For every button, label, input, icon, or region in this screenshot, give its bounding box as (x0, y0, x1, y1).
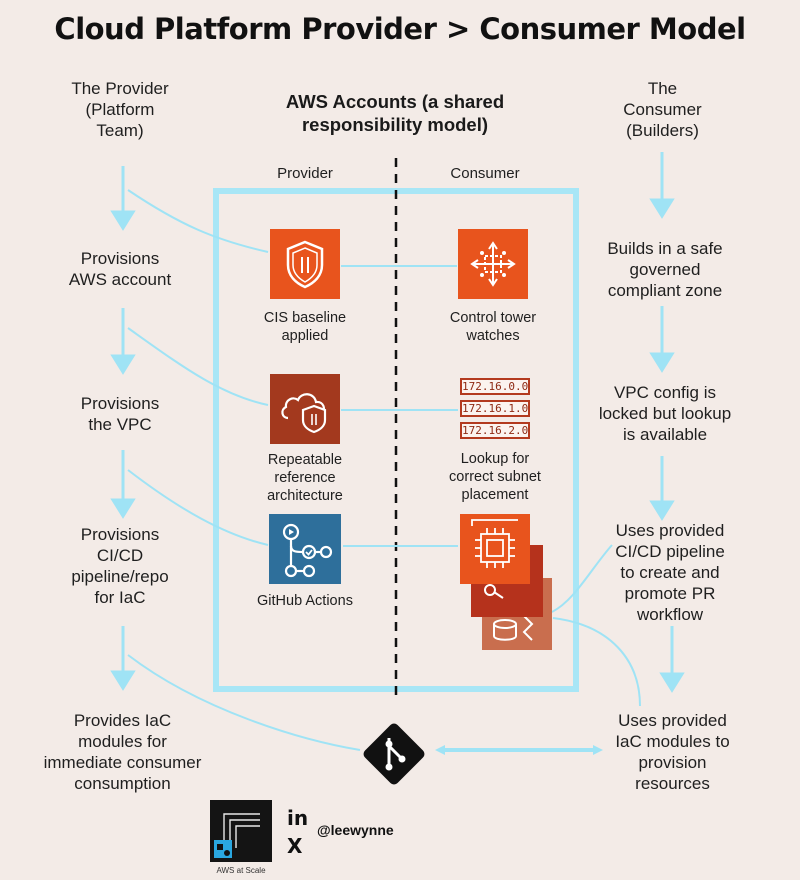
git-icon (358, 718, 430, 795)
cloud-shield-icon (270, 374, 340, 449)
linkedin-icon[interactable]: in (287, 806, 309, 830)
control-tower-icon (458, 229, 528, 304)
github-actions-label: GitHub Actions (257, 593, 353, 609)
subnet-ip-2: 172.16.2.0 (460, 422, 530, 439)
github-actions-icon (269, 514, 341, 589)
x-icon[interactable]: X (287, 834, 303, 858)
curved-connectors (127, 189, 641, 751)
brand-name: AWS at Scale (216, 866, 266, 875)
right-flow-arrows (649, 152, 685, 693)
author-handle[interactable]: @leewynne (317, 822, 394, 838)
shield-icon (270, 229, 340, 304)
provider-label: Provider (277, 165, 333, 182)
page-title: Cloud Platform Provider > Consumer Model (54, 12, 746, 46)
aws-at-scale-logo (210, 800, 272, 862)
left-flow-arrows (110, 166, 136, 691)
subnet-ip-0: 172.16.0.0 (460, 378, 530, 395)
consumer-label: Consumer (450, 165, 520, 182)
subnet-ip-1: 172.16.1.0 (460, 400, 530, 417)
aws-services-stack-icon (458, 512, 558, 657)
